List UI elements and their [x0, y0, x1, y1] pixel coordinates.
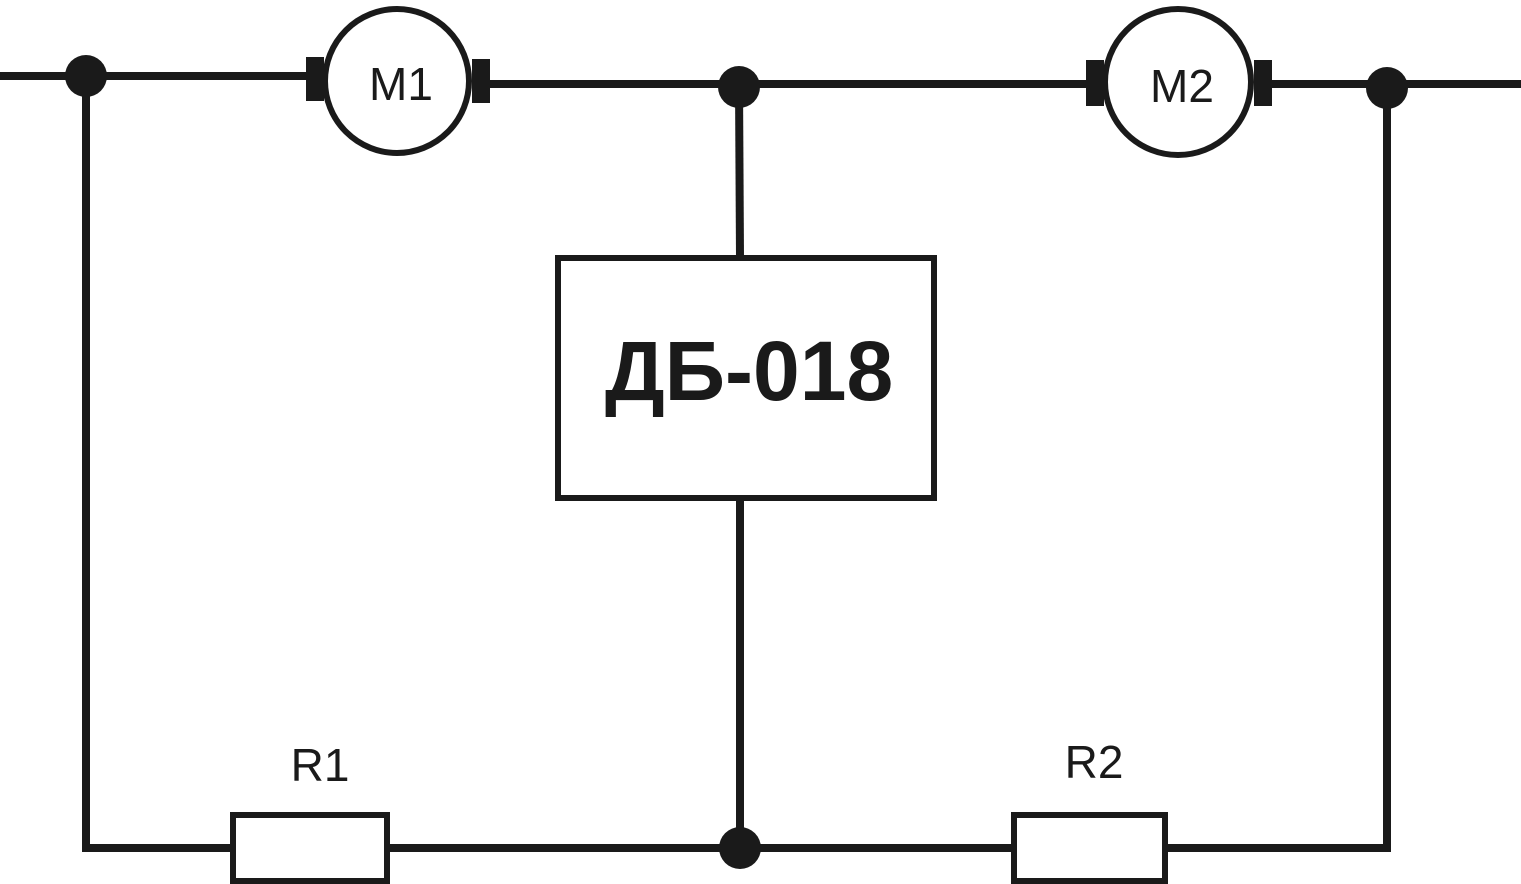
resistor-r2-label: R2: [1065, 736, 1124, 788]
resistor-r2: R2: [1011, 736, 1168, 884]
resistor-r1-body: [230, 812, 390, 884]
control-block-label: ДБ-018: [605, 324, 893, 418]
motor-m1: M1: [306, 6, 490, 156]
motor-m1-brush-left: [306, 57, 324, 101]
motor-m1-body: [322, 6, 472, 156]
control-block: ДБ-018: [555, 255, 937, 501]
junction-center-top: [718, 66, 760, 108]
wires: [0, 72, 1521, 852]
junctions: [65, 55, 1408, 869]
resistor-r1: R1: [230, 739, 390, 884]
motor-m2-label: M2: [1150, 60, 1214, 112]
resistor-r2-body: [1011, 812, 1168, 884]
junction-left-top: [65, 55, 107, 97]
motor-m2-brush-right: [1254, 60, 1272, 106]
junction-center-bottom: [719, 827, 761, 869]
motor-m2-body: [1102, 6, 1254, 158]
resistor-r1-label: R1: [291, 739, 350, 791]
wire-center-top: [735, 83, 744, 259]
motor-m2: M2: [1086, 6, 1272, 158]
control-block-frame: [555, 255, 937, 501]
motor-m2-brush-left: [1086, 60, 1104, 106]
motor-m1-label: M1: [369, 58, 433, 110]
junction-right-top: [1366, 67, 1408, 109]
motor-m1-brush-right: [472, 59, 490, 103]
